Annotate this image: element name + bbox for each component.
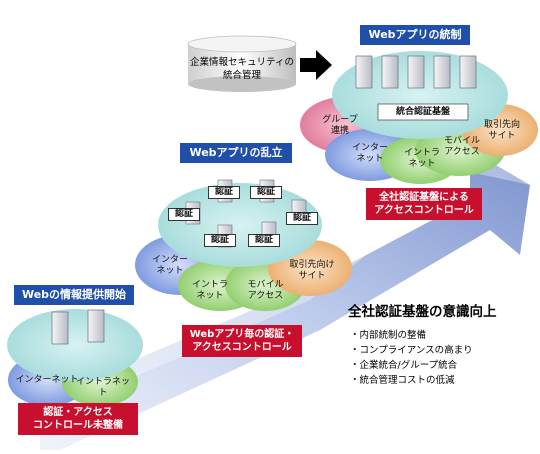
auth-label: 認証 [286,212,318,225]
auth-label: 認証 [250,186,282,199]
node-partner-site: 取引先向 サイト [483,120,520,141]
stage1-cluster [7,309,143,406]
auth-label: 認証 [208,186,240,199]
benefits-list: 内部統制の整備 コンプライアンスの高まり 企業統合/グループ統合 統合管理コスト… [350,328,473,388]
server-icon [51,311,69,345]
node-intranet: イントラ ネット [191,280,228,301]
server-rack-group [355,55,477,89]
node-internet: インターネット [15,375,79,385]
node-internet: インター ネット [151,255,188,276]
stage2-result: Webアプリ毎の認証・ アクセスコントロール [182,325,302,357]
auth-label: 認証 [204,234,236,247]
list-item: 統合管理コストの低減 [350,373,473,388]
node-intranet: イントラネット [75,377,130,398]
node-partner-site: 取引先向け サイト [289,260,335,281]
list-item: 企業統合/グループ統合 [350,358,473,373]
stage2-title: Webアプリの乱立 [180,143,292,163]
platform-label: 統合認証基盤 [395,107,450,117]
security-database-icon [187,35,297,92]
stage1-result: 認証・アクセス コントロール未整備 [18,403,138,435]
server-icon [87,309,105,343]
stage3-cluster [300,51,538,184]
node-intranet: イントラ ネット [403,148,440,169]
benefits-title: 全社認証基盤の意識向上 [348,304,497,320]
database-label: 企業情報セキュリティの 統合管理 [190,57,294,81]
auth-label: 認証 [248,234,280,247]
node-internet: インター ネット [351,143,388,164]
auth-label: 認証 [168,208,200,221]
node-mobile: モバイル アクセス [443,136,480,157]
stage1-title: Webの情報提供開始 [14,285,134,305]
stage2-cluster [135,179,352,311]
list-item: コンプライアンスの高まり [350,343,473,358]
node-mobile: モバイル アクセス [247,280,284,301]
right-arrow-icon [300,50,332,80]
stage3-result: 全社認証基盤による アクセスコントロール [366,188,482,220]
stage3-title: Webアプリの統制 [360,25,470,45]
list-item: 内部統制の整備 [350,328,473,343]
node-group: グループ 連携 [322,115,358,136]
